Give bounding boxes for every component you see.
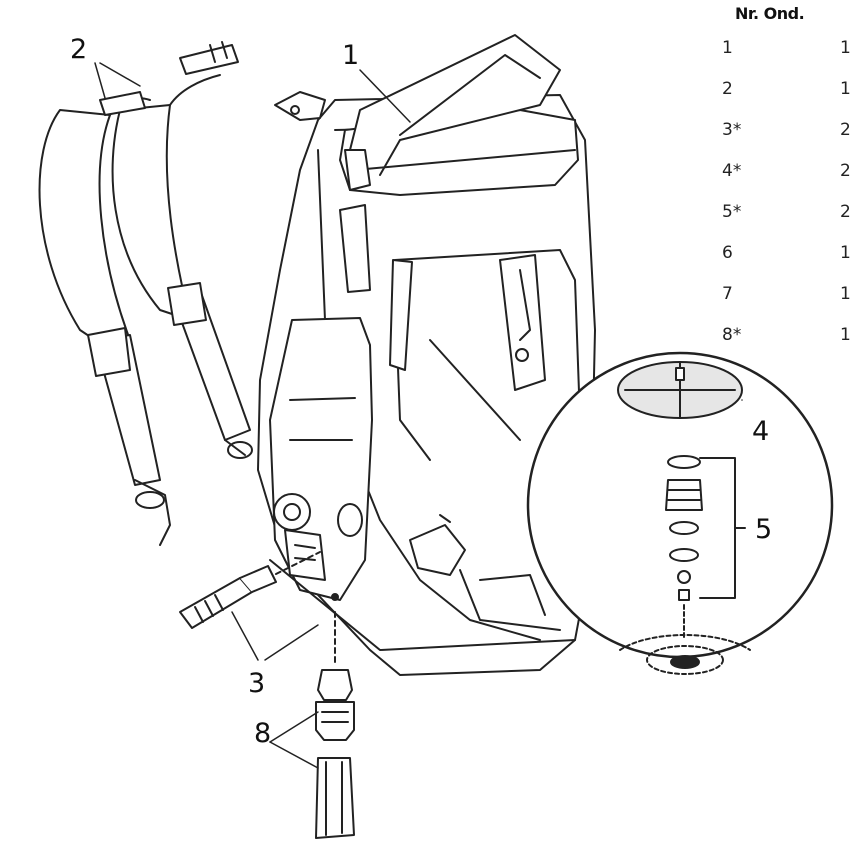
callout-4: 4	[752, 416, 769, 447]
part-number: 8*	[722, 325, 742, 345]
detail-magnifier	[526, 351, 834, 675]
part-quantity: 1	[840, 284, 851, 304]
part-number: 5*	[722, 202, 742, 222]
parts-table-header: Nr. Ond.	[735, 4, 805, 23]
parts-row: 5* 2	[722, 202, 851, 243]
part-number: 2	[722, 79, 733, 99]
part-number: 1	[722, 38, 733, 58]
parts-row: 4* 2	[722, 161, 851, 202]
part-quantity: 2	[840, 202, 851, 222]
callout-1: 1	[342, 40, 359, 71]
part-quantity: 1	[840, 325, 851, 345]
callout-2: 2	[70, 34, 87, 65]
part-quantity: 2	[840, 120, 851, 140]
part-quantity: 1	[840, 38, 851, 58]
part-number: 7	[722, 284, 733, 304]
part-number: 3*	[722, 120, 742, 140]
part-number: 6	[722, 243, 733, 263]
part-number: 4*	[722, 161, 742, 181]
leader-lines	[94, 62, 743, 769]
part-quantity: 2	[840, 161, 851, 181]
part-quantity: 1	[840, 243, 851, 263]
shoulder-straps	[38, 41, 253, 546]
part-quantity: 1	[840, 79, 851, 99]
nozzle-lance	[179, 551, 339, 629]
parts-row: 3* 2	[722, 120, 851, 161]
callout-8: 8	[254, 718, 271, 749]
parts-row: 8* 1	[722, 325, 851, 366]
callout-5: 5	[755, 514, 772, 545]
filter-assembly	[315, 611, 355, 839]
tank-lid-handle	[274, 34, 579, 371]
callout-3: 3	[248, 668, 265, 699]
